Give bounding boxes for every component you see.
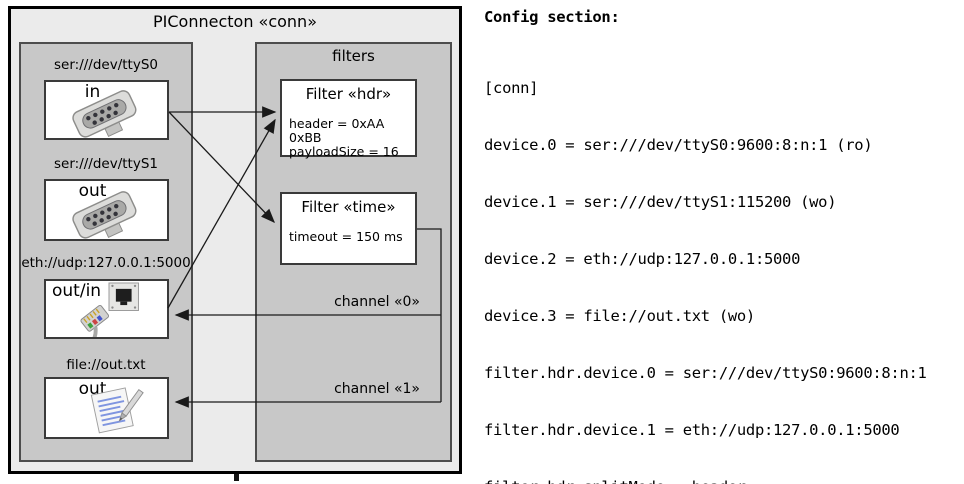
device-box-ttys0: in bbox=[44, 80, 169, 140]
ethernet-icon bbox=[80, 282, 139, 337]
channel-label-0: channel «0» bbox=[334, 294, 420, 310]
filter-property: timeout = 150 ms bbox=[289, 229, 403, 244]
device-label-ttys0: ser:///dev/ttyS0 bbox=[54, 57, 158, 73]
filter-box-hdr: Filter «hdr» header = 0xAA 0xBB payloadS… bbox=[280, 79, 417, 159]
config-line: device.2 = eth://udp:127.0.0.1:5000 bbox=[484, 250, 801, 268]
device-box-eth: out/in bbox=[44, 279, 169, 339]
filters-title: filters bbox=[332, 47, 375, 65]
notepad-icon bbox=[90, 387, 144, 434]
config-line: device.3 = file://out.txt (wo) bbox=[484, 307, 755, 325]
filter-title: Filter «time» bbox=[301, 198, 396, 216]
config-line: device.0 = ser:///dev/ttyS0:9600:8:n:1 (… bbox=[484, 136, 873, 154]
channel-label-1: channel «1» bbox=[334, 381, 420, 397]
piconnecton-box: PIConnecton «conn» ser:///dev/ttyS0 in bbox=[8, 6, 462, 474]
diagram-title: PIConnecton «conn» bbox=[153, 12, 317, 31]
filter-property: header = 0xAA 0xBB bbox=[289, 116, 385, 145]
config-body: [conn] device.0 = ser:///dev/ttyS0:9600:… bbox=[484, 41, 936, 484]
config-heading: Config section: bbox=[484, 8, 620, 26]
device-box-file: out bbox=[44, 377, 169, 439]
device-mode-label: out bbox=[78, 181, 107, 201]
device-label-ttys1: ser:///dev/ttyS1 bbox=[54, 156, 158, 172]
border-tick bbox=[234, 474, 239, 481]
filters-container: filters Filter «hdr» header = 0xAA 0xBB … bbox=[255, 42, 452, 462]
device-label-eth: eth://udp:127.0.0.1:5000 bbox=[21, 255, 191, 271]
device-label-file: file://out.txt bbox=[66, 357, 146, 373]
filter-title: Filter «hdr» bbox=[305, 85, 392, 103]
devices-container: ser:///dev/ttyS0 in ser:///dev/ttyS1 bbox=[19, 42, 193, 462]
config-line: [conn] bbox=[484, 79, 539, 97]
config-line: filter.hdr.splitMode = header bbox=[484, 478, 936, 484]
device-mode-label: out/in bbox=[52, 281, 102, 301]
device-box-ttys1: out bbox=[44, 179, 169, 241]
serial-connector-icon bbox=[72, 90, 137, 138]
device-mode-label: in bbox=[84, 82, 101, 102]
config-line: filter.hdr.device.1 = eth://udp:127.0.0.… bbox=[484, 421, 900, 439]
filter-property: payloadSize = 16 bbox=[289, 144, 399, 159]
config-line: device.1 = ser:///dev/ttyS1:115200 (wo) bbox=[484, 193, 837, 211]
filter-box-time: Filter «time» timeout = 150 ms bbox=[280, 192, 417, 265]
config-line: filter.hdr.device.0 = ser:///dev/ttyS0:9… bbox=[484, 364, 927, 382]
serial-connector-icon bbox=[72, 191, 137, 239]
